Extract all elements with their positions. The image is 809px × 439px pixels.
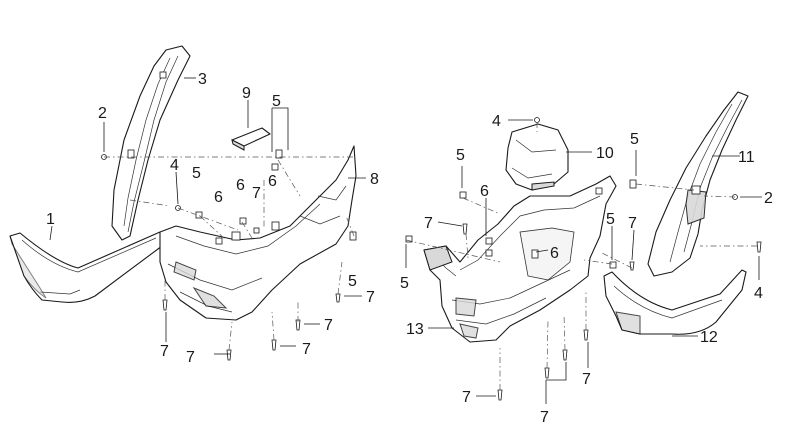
nut-icon [253,227,260,234]
part-12-right-floor-panel [603,269,747,335]
callout-11: 11 [738,149,755,166]
nut-icon [195,211,203,219]
clip-icon [531,249,539,259]
part-13-right-frame-cover [423,175,617,343]
screw-icon [534,117,540,123]
left-leader-lines [49,77,366,355]
callout-7: 7 [324,317,333,334]
callout-5: 5 [456,147,465,164]
callout-2: 2 [98,105,107,122]
callout-7: 7 [628,215,637,232]
callout-6: 6 [550,245,559,262]
right-leader-lines [405,119,762,404]
callout-7: 7 [462,389,471,406]
callout-5: 5 [348,273,357,290]
callout-7: 7 [582,371,591,388]
clip-icon [127,149,135,159]
bolt-icon [562,349,568,361]
callout-labels: 1 2 3 4 5 5 5 6 6 6 7 7 7 7 7 7 8 9 4 5 … [46,71,773,426]
callout-7: 7 [160,343,169,360]
clip-icon [231,231,241,241]
bolt-icon [226,349,232,361]
clip-icon [629,179,637,189]
bolt-icon [271,339,277,351]
left-fasteners [101,149,357,361]
part-10-shield-cover [505,123,569,191]
callout-7: 7 [252,185,261,202]
callout-8: 8 [370,171,379,188]
nut-icon [485,249,493,257]
part-1-left-floor-panel [9,231,166,303]
callout-4: 4 [754,285,763,302]
callout-2: 2 [764,190,773,207]
nut-icon [595,187,603,195]
callout-13: 13 [406,321,424,338]
nut-icon [271,163,279,171]
callout-7: 7 [540,409,549,426]
part-8-left-floor-cover [159,145,357,321]
callout-4: 4 [170,157,179,174]
callout-6: 6 [236,177,245,194]
bolt-icon [295,319,301,331]
callout-9: 9 [242,85,251,102]
bolt-icon [462,223,468,235]
part-9-pad [231,127,271,151]
bolt-icon [497,389,503,401]
bolt-icon [162,299,168,311]
nut-icon [485,237,493,245]
bolt-icon [544,367,550,379]
callout-5: 5 [272,93,281,110]
clip-icon [159,71,167,79]
part-11-right-side-trim [647,91,749,277]
callout-5: 5 [606,211,615,228]
bolt-icon [335,293,341,303]
clip-icon [271,221,280,231]
bolt-icon [583,329,589,341]
callout-7: 7 [302,341,311,358]
nut-icon [405,235,413,243]
callout-5: 5 [192,165,201,182]
callout-7: 7 [424,215,433,232]
callout-7: 7 [186,349,195,366]
callout-6: 6 [214,189,223,206]
nut-icon [215,237,223,245]
clip-icon [349,231,357,241]
callout-5: 5 [400,275,409,292]
right-alignment-lines [405,122,757,390]
callout-3: 3 [198,71,207,88]
left-alignment-lines [104,156,355,351]
callout-12: 12 [700,329,718,346]
callout-6: 6 [480,183,489,200]
callout-4: 4 [492,113,501,130]
nut-icon [609,261,617,269]
clip-icon [275,149,283,159]
nut-icon [459,191,467,199]
bolt-icon [629,261,635,271]
callout-5: 5 [630,131,639,148]
part-3-left-side-trim [111,45,191,241]
bolt-icon [756,241,762,253]
callout-10: 10 [596,145,614,162]
callout-6: 6 [268,173,277,190]
callout-1: 1 [46,211,55,228]
callout-7: 7 [366,289,375,306]
